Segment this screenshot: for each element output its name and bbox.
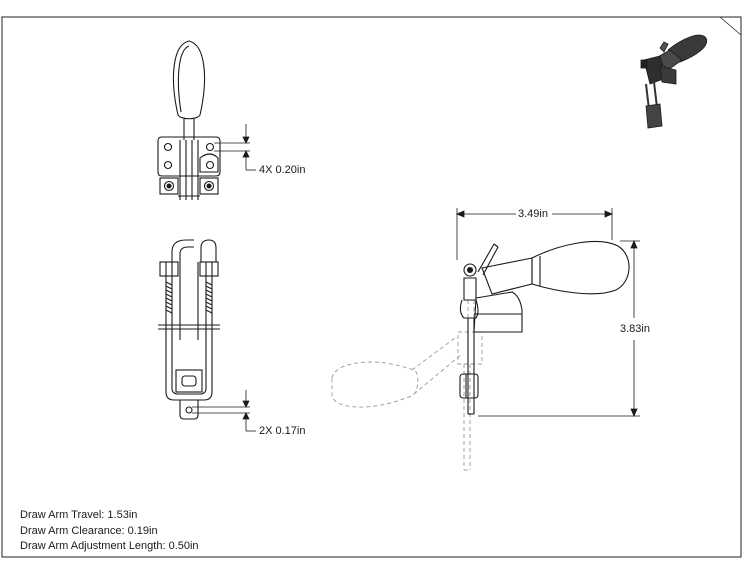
slot-dimension-label: 2X 0.17in (259, 425, 306, 437)
slot-dimension-lines (192, 390, 256, 432)
side-view-ghost (331, 300, 483, 471)
note-travel: Draw Arm Travel: 1.53in (20, 509, 138, 521)
front-view (158, 239, 220, 420)
width-dimension-lines (455, 208, 614, 260)
note-clearance: Draw Arm Clearance: 0.19in (20, 524, 158, 537)
corner-line (719, 16, 742, 36)
height-dimension-lines (478, 239, 640, 418)
top-view (157, 40, 221, 200)
notes-block: Draw Arm Travel: 1.53in Draw Arm Clearan… (20, 508, 199, 555)
note-adjustment: Draw Arm Adjustment Length: 0.50in (20, 540, 199, 552)
height-dimension-label: 3.83in (620, 323, 650, 335)
side-view (459, 240, 630, 415)
thread-hatching (165, 281, 213, 314)
width-dimension-label: 3.49in (518, 208, 548, 220)
hole-dimension-label: 4X 0.20in (259, 164, 306, 176)
sheet-border (1, 16, 742, 558)
hole-dimension-lines (214, 124, 256, 171)
isometric-view (640, 34, 708, 129)
